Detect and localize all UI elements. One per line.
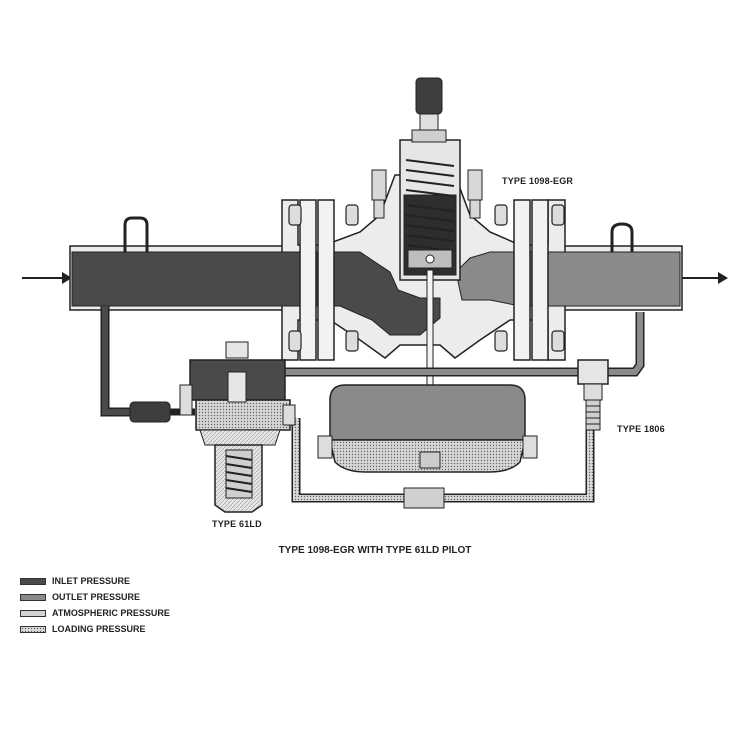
label-type-1806: TYPE 1806	[617, 424, 665, 434]
label-type-61ld: TYPE 61LD	[212, 519, 262, 529]
label-type-1098-egr: TYPE 1098-EGR	[502, 176, 574, 186]
restrictor-1806	[577, 359, 609, 431]
legend-label: LOADING PRESSURE	[52, 624, 146, 634]
loading-pressure-line	[291, 410, 595, 509]
outlet-loop	[610, 222, 634, 252]
legend-item-outlet: OUTLET PRESSURE	[20, 590, 170, 604]
inlet-pressure-swatch	[20, 577, 46, 585]
outlet-pressure-passage	[455, 251, 681, 307]
outlet-pressure-swatch	[20, 593, 46, 601]
spring-case	[399, 139, 461, 281]
pressure-legend: INLET PRESSURE OUTLET PRESSURE ATMOSPHER…	[20, 574, 170, 638]
diaphragm-actuator	[317, 384, 538, 473]
outlet-flow-arrow	[682, 272, 728, 284]
legend-item-loading: LOADING PRESSURE	[20, 622, 170, 636]
flange-bolts	[288, 204, 565, 352]
outlet-sense-line	[268, 312, 645, 377]
figure-caption: TYPE 1098-EGR WITH TYPE 61LD PILOT	[278, 545, 472, 556]
legend-label: ATMOSPHERIC PRESSURE	[52, 608, 170, 618]
inlet-flow-arrow	[22, 272, 72, 284]
legend-label: OUTLET PRESSURE	[52, 592, 141, 602]
legend-item-inlet: INLET PRESSURE	[20, 574, 170, 588]
atmospheric-pressure-swatch	[20, 609, 46, 617]
inlet-pressure-passage	[71, 251, 441, 336]
legend-label: INLET PRESSURE	[52, 576, 131, 586]
adjusting-screw	[411, 77, 447, 143]
pilot-61ld	[179, 341, 296, 513]
bonnet-fittings	[371, 169, 483, 219]
legend-item-atmospheric: ATMOSPHERIC PRESSURE	[20, 606, 170, 620]
flanges	[299, 199, 549, 361]
loading-pressure-swatch	[20, 625, 46, 633]
